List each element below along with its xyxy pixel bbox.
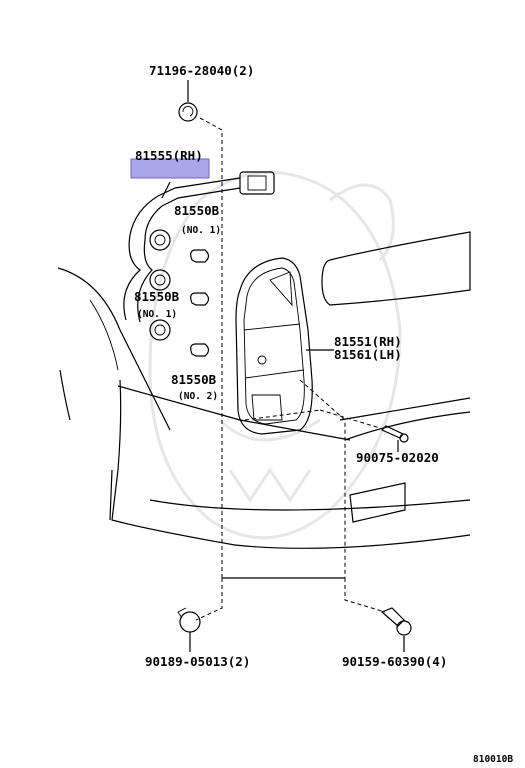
callout-harness[interactable]: 81555(RH) [135, 148, 203, 163]
tail-lamp-lens [235, 257, 313, 435]
callout-clip-bottom[interactable]: 90189-05013(2) [145, 654, 250, 669]
callout-clip-top[interactable]: 71196-28040(2) [149, 63, 254, 78]
callout-socket-b-note: (NO. 1) [137, 309, 177, 320]
callout-socket-c[interactable]: 81550B [171, 372, 217, 387]
callout-lens-lh[interactable]: 81561(LH) [334, 347, 402, 362]
leader-lines [161, 181, 399, 452]
harness-highlight[interactable] [130, 158, 210, 179]
wire-harness [123, 171, 275, 341]
bolt [380, 607, 412, 652]
watermark-emblem [148, 170, 402, 540]
callout-socket-b[interactable]: 81550B [134, 289, 180, 304]
vehicle-body-outline [57, 231, 471, 549]
bulbs [190, 249, 210, 357]
bottom-clip [177, 607, 201, 652]
callout-bolt[interactable]: 90159-60390(4) [342, 654, 447, 669]
callout-lens-rh[interactable]: 81551(RH) [334, 334, 402, 349]
callout-socket-c-note: (NO. 2) [178, 391, 218, 402]
callout-socket-a-note: (NO. 1) [181, 225, 221, 236]
callout-socket-a[interactable]: 81550B [174, 203, 220, 218]
callout-screw[interactable]: 90075-02020 [356, 450, 439, 465]
diagram-code: 810010B [473, 754, 513, 765]
screw [380, 425, 409, 443]
top-clip [178, 80, 198, 122]
dashed-guides [195, 117, 386, 621]
